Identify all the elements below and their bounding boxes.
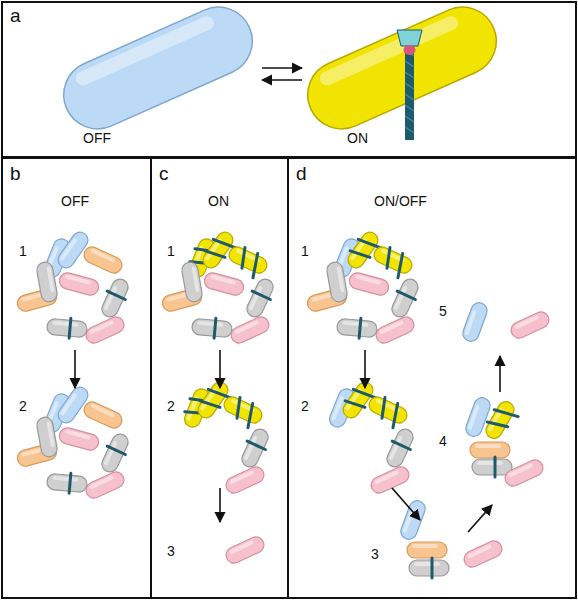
bacteria-cluster <box>461 300 490 343</box>
bacterium <box>81 244 124 275</box>
bacteria-cluster <box>464 395 546 488</box>
bacterium <box>373 314 416 345</box>
bacterium <box>336 316 378 339</box>
panel-box: bOFF 1 2 <box>1 157 152 599</box>
bacterium <box>461 538 504 569</box>
bacterium <box>46 316 88 339</box>
bacterium <box>364 392 410 431</box>
bacterium <box>83 469 126 500</box>
step-number: 2 <box>301 399 309 414</box>
bacterium <box>36 261 59 303</box>
bacteria-cluster <box>327 378 417 496</box>
state-label: ON/OFF <box>374 194 427 209</box>
panel-box: cON 1 2 3 <box>150 157 289 599</box>
bacterium <box>191 316 233 339</box>
bacteria-cluster <box>161 228 278 346</box>
bacterium <box>470 442 510 458</box>
bacterium <box>83 314 126 345</box>
bacterium <box>224 242 270 281</box>
bacterium <box>237 426 272 471</box>
bacteria-cluster <box>16 384 133 501</box>
bacterium <box>36 416 59 458</box>
panel-letter: c <box>159 164 169 185</box>
panel-letter: d <box>296 164 307 185</box>
bacteria-cluster <box>306 228 423 346</box>
step-number: 3 <box>371 547 379 562</box>
step-number: 4 <box>439 434 447 449</box>
bacteria-cluster <box>180 378 272 496</box>
bacterium <box>58 426 101 452</box>
panel-letter: a <box>10 6 21 27</box>
bacterium <box>223 464 266 495</box>
large-bacteria <box>53 0 507 140</box>
step-number: 2 <box>19 399 27 414</box>
bacterium <box>508 309 551 340</box>
bacterium <box>223 534 266 565</box>
panel-box: dON/OFF 1 2 3 4 5 <box>287 157 577 599</box>
bacterium <box>368 464 411 495</box>
bacterium <box>228 314 271 345</box>
bacterium <box>58 271 101 297</box>
bacterium <box>203 271 246 297</box>
bacterium <box>242 276 277 321</box>
bacteria-cluster <box>16 229 133 346</box>
pilus <box>397 30 422 140</box>
bacteria-cluster <box>399 498 505 578</box>
bacterium <box>407 542 447 558</box>
bacteria-cluster <box>223 534 266 565</box>
bacterium <box>219 392 265 431</box>
state-label: OFF <box>61 194 89 209</box>
bacterium <box>382 426 417 471</box>
bacterium <box>181 261 204 303</box>
state-label: ON <box>208 194 229 209</box>
step-number: 5 <box>439 304 447 319</box>
bacterium <box>369 242 415 281</box>
state-label: OFF <box>83 131 111 146</box>
step-number: 1 <box>19 244 27 259</box>
panel-letter: b <box>10 164 21 185</box>
bacterium <box>461 300 490 343</box>
panel-box: aOFF ON <box>1 1 577 158</box>
bacterium <box>387 276 422 321</box>
step-number: 2 <box>167 399 175 414</box>
state-label: ON <box>347 131 368 146</box>
bacterium <box>97 276 132 321</box>
bacterium <box>348 271 391 297</box>
bacterium <box>46 471 88 494</box>
step-number: 1 <box>301 244 309 259</box>
bacterium <box>502 457 545 488</box>
bacterium <box>326 261 349 303</box>
bacterium <box>399 498 428 541</box>
bacterium <box>481 398 522 445</box>
bacterium <box>409 558 449 578</box>
step-number: 1 <box>167 244 175 259</box>
bacteria-cluster <box>508 309 551 340</box>
step-number: 3 <box>167 544 175 559</box>
bacterium <box>97 431 132 476</box>
bacterium <box>81 399 124 430</box>
